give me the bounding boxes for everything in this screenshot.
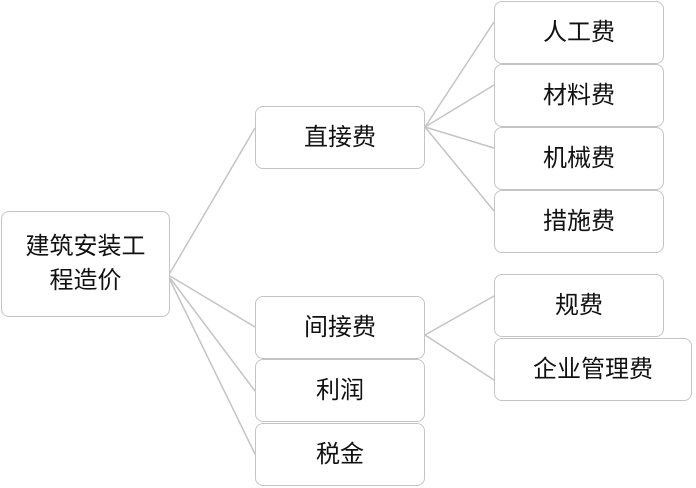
node-statutory-fees: 规费	[494, 274, 664, 337]
node-measures-cost-label: 措施费	[543, 206, 615, 235]
connector-direct-material	[424, 84, 495, 128]
node-indirect-cost: 间接费	[255, 296, 425, 359]
node-direct-cost: 直接费	[255, 106, 425, 169]
root-node-construction-cost: 建筑安装工程造价	[1, 211, 170, 317]
node-direct-cost-label: 直接费	[304, 122, 376, 151]
connector-root-tax	[169, 279, 256, 455]
connector-root-profit	[169, 277, 256, 392]
connector-direct-labor	[424, 21, 495, 128]
node-machinery-cost-label: 机械费	[543, 143, 615, 172]
node-tax-label: 税金	[316, 439, 364, 468]
node-material-cost-label: 材料费	[543, 80, 615, 109]
connector-indirect-management	[424, 334, 495, 381]
connector-root-direct	[169, 127, 256, 274]
root-node-label: 建筑安装工程造价	[25, 232, 146, 294]
node-indirect-cost-label: 间接费	[304, 312, 376, 341]
node-labor-cost: 人工费	[494, 1, 664, 64]
node-labor-cost-label: 人工费	[543, 17, 615, 46]
connector-direct-measure	[424, 126, 495, 212]
connector-direct-machine	[424, 126, 495, 149]
connector-indirect-fees	[424, 295, 495, 336]
node-statutory-fees-label: 规费	[555, 290, 603, 319]
node-measures-cost: 措施费	[494, 190, 664, 253]
connector-root-indirect	[169, 275, 256, 328]
node-management-fee: 企业管理费	[494, 338, 692, 401]
node-management-fee-label: 企业管理费	[533, 354, 653, 383]
node-machinery-cost: 机械费	[494, 127, 664, 190]
node-tax: 税金	[255, 423, 425, 486]
node-profit-label: 利润	[316, 375, 364, 404]
node-profit: 利润	[255, 359, 425, 422]
node-material-cost: 材料费	[494, 64, 664, 127]
